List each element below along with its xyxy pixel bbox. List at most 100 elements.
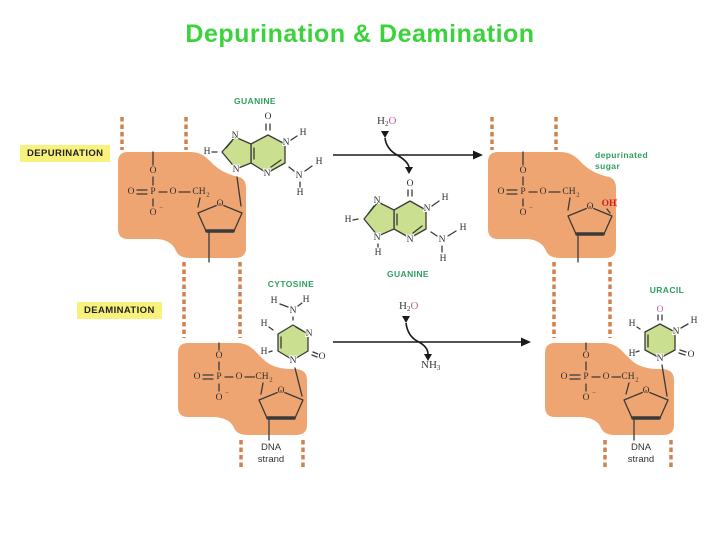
atom-label-p: P <box>583 372 588 382</box>
guanine-attached-label: GUANINE <box>234 96 276 106</box>
sugar-atoms-bottom-right: O <box>642 385 651 397</box>
sugar-rings <box>197 203 669 420</box>
atom-label-n: N <box>306 329 313 339</box>
atom-label-h: H <box>297 188 304 198</box>
slide-title: Depurination & Deamination <box>185 20 535 48</box>
atom-label-p: P <box>520 187 525 197</box>
atom-label-o: O <box>643 386 650 396</box>
atom-label-n: N <box>283 138 290 148</box>
atom-label-−: − <box>529 205 533 212</box>
depurinated-sugar-line1: depurinated <box>595 150 649 160</box>
strand-continuation-dashes <box>120 117 673 468</box>
atom-label-h: H <box>261 319 268 329</box>
atom-label-o: O <box>150 208 157 218</box>
atom-label-h: H <box>303 295 310 305</box>
atom-label-ch: CH <box>562 187 575 197</box>
atom-label-h: H <box>691 316 698 326</box>
atom-label-oh: OH <box>602 199 617 209</box>
atom-label-o: O <box>520 208 527 218</box>
guanine-attached-hexagon <box>250 134 286 174</box>
atom-label-n: N <box>657 354 664 364</box>
atom-label-o: O <box>170 187 177 197</box>
atom-label-o: O <box>498 187 505 197</box>
sugar-atoms-top-left: O <box>216 198 225 210</box>
depurination-reaction-arrow <box>333 131 483 174</box>
atom-label-ch: CH <box>192 187 205 197</box>
atom-label-h: H <box>629 319 636 329</box>
water-top-h: H <box>377 115 385 127</box>
water-bottom-h: H <box>399 300 407 312</box>
deamination-reaction-arrow <box>333 316 531 361</box>
atom-label-o: O <box>216 393 223 403</box>
atom-label-o: O <box>216 351 223 361</box>
atom-label-n: N <box>424 204 431 214</box>
atom-label-−: − <box>592 390 596 397</box>
sugar-ring-front-edges <box>205 229 661 420</box>
atom-label-o: O <box>657 305 664 315</box>
atom-label-n: N <box>439 235 446 245</box>
uracil-label: URACIL <box>649 285 685 295</box>
dna-strand-left-line1: DNA <box>260 442 282 453</box>
atom-label-h: H <box>442 193 449 203</box>
atom-label-o: O <box>583 393 590 403</box>
guanine-released-label: GUANINE <box>387 269 429 279</box>
atom-label-ch: CH <box>621 372 634 382</box>
atom-label-o: O <box>540 187 547 197</box>
dna-strand-label-right: DNA strand <box>601 442 681 466</box>
water-top-sub: 2 <box>384 120 389 128</box>
atom-label-o: O <box>236 372 243 382</box>
chemical-bonds <box>136 123 689 441</box>
atom-label-n: N <box>232 131 239 141</box>
atom-label-n: N <box>374 233 381 243</box>
cytosine-ring <box>277 324 309 361</box>
atom-label-o: O <box>603 372 610 382</box>
atom-label-o: O <box>688 350 695 360</box>
ammonia-nh: NH <box>421 359 437 371</box>
atom-label-n: N <box>673 327 680 337</box>
atom-label-ch: CH <box>255 372 268 382</box>
atom-label-n: N <box>407 235 414 245</box>
guanine-released-pentagon <box>363 201 395 237</box>
water-bottom-sub: 2 <box>406 305 411 313</box>
atom-label-n: N <box>290 356 297 366</box>
depurinated-sugar-line2: sugar <box>595 161 621 171</box>
atom-label-o: O <box>583 351 590 361</box>
water-bottom-o: O <box>410 300 419 312</box>
atom-label-h: H <box>629 349 636 359</box>
atom-label-h: H <box>345 215 352 225</box>
strand-blob-bottom-right <box>545 343 674 435</box>
atom-label-h: H <box>300 128 307 138</box>
atom-label-o: O <box>217 199 224 209</box>
strand-blob-top-left <box>118 152 246 258</box>
atom-label-o: O <box>319 352 326 362</box>
cytosine-label: CYTOSINE <box>267 279 315 289</box>
atom-label-n: N <box>290 306 297 316</box>
atom-label-2: 2 <box>269 377 272 384</box>
strand-blob-top-right <box>488 152 616 258</box>
atom-label-h: H <box>271 296 278 306</box>
atom-label-o: O <box>194 372 201 382</box>
atom-label-o: O <box>407 179 414 189</box>
dna-strand-left-line2: strand <box>257 454 285 465</box>
atom-label-o: O <box>520 166 527 176</box>
atom-label-h: H <box>460 223 467 233</box>
atom-label-n: N <box>264 169 271 179</box>
ammonia-sub: 3 <box>436 364 441 372</box>
atom-label-o: O <box>278 386 285 396</box>
sugar-atoms-bottom-left: O <box>277 385 286 397</box>
atom-label-o: O <box>561 372 568 382</box>
atom-label-n: N <box>296 171 303 181</box>
water-top-o: O <box>388 115 397 127</box>
depurinated-sugar-label: depurinated sugar <box>595 150 665 172</box>
atom-label-h: H <box>440 254 447 264</box>
atom-label-h: H <box>204 147 211 157</box>
atom-label-n: N <box>233 165 240 175</box>
